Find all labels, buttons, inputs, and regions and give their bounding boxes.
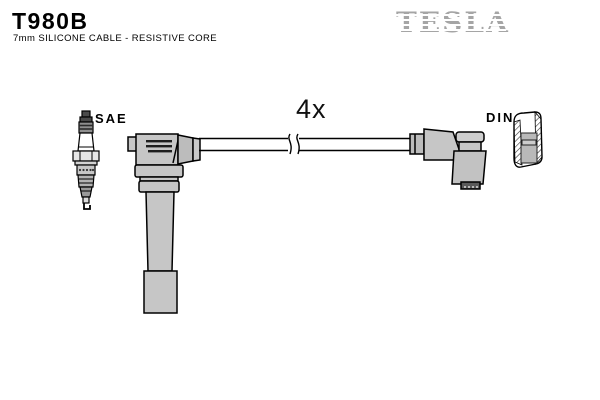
din-standard-label: DIN [486, 110, 515, 125]
din-terminal-cross-section-icon [513, 110, 543, 168]
elbow-boot-icon [409, 128, 487, 190]
spark-plug-icon [72, 110, 100, 210]
cable-break-icon [288, 133, 300, 155]
quantity-label: 4x [296, 94, 327, 124]
ignition-cable-icon [199, 133, 412, 155]
part-number: T980B [12, 8, 89, 34]
sae-standard-label: SAE [95, 111, 128, 126]
product-subtitle: 7mm SILICONE CABLE - RESISTIVE CORE [13, 33, 218, 44]
coil-boot-icon [127, 133, 201, 314]
